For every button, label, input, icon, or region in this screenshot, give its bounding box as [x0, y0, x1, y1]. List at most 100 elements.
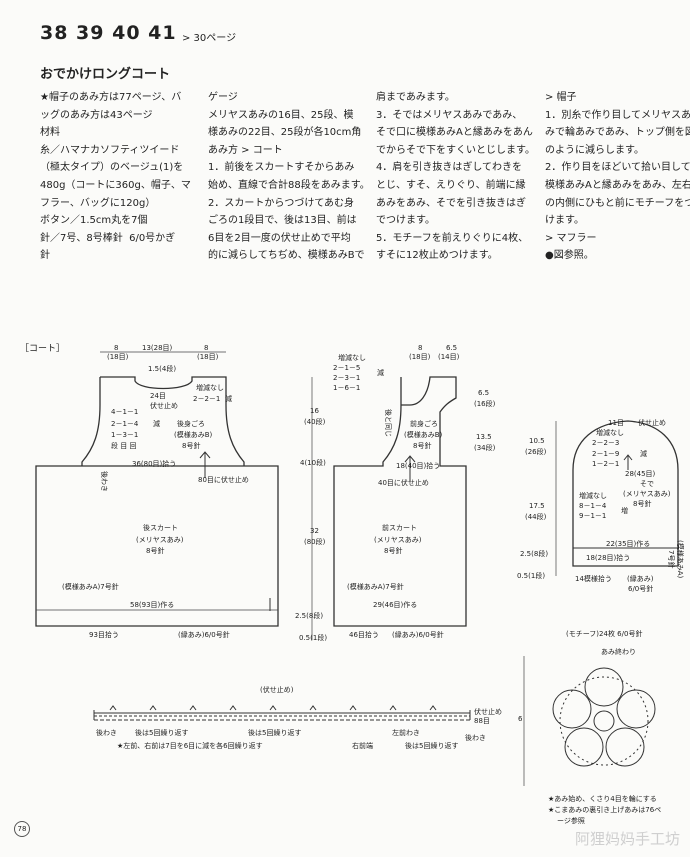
instructions-column: 肩まであみます。 3．そではメリヤスあみであみ、 そで口に模様あみAと縁あみをあ…: [376, 92, 535, 262]
front-skirt-needle: 8号針: [384, 546, 402, 555]
page-reference: > 30ページ: [182, 33, 237, 44]
chart-left-side: 後わき: [96, 728, 117, 737]
front-neck-width: 6.5: [446, 344, 457, 352]
front-neck-spec-2: 2－3－1: [333, 374, 360, 382]
chart-repeat-3: 後は5回繰り返す: [405, 741, 458, 750]
front-pickup: 18(40目)拾う: [396, 461, 440, 470]
motif-note-3: ージ参照: [557, 816, 585, 825]
back-neck-castoff: 伏せ止め: [150, 401, 178, 410]
back-neck-width: 13(28目): [142, 344, 173, 352]
front-dim-16-rows: (16段): [474, 399, 496, 408]
arm-dec-3: 1－3－1: [111, 431, 138, 439]
motif-size: 6: [518, 715, 523, 723]
arm-dec-label: 減: [153, 419, 160, 428]
back-skirt-label: 後スカート: [143, 523, 178, 532]
sleeve-cuff-pickup: 18(28目)拾う: [586, 553, 630, 562]
up-arrow-icon: [404, 455, 416, 481]
dim-0-5: 0.5(1段): [299, 633, 327, 642]
front-neck-spec-1: 2－1－5: [333, 364, 360, 372]
sleeve-pattern-a: (模様あみA): [676, 540, 685, 579]
front-edging: (縁あみ)6/0号針: [392, 630, 444, 639]
back-skirt-stitch: (メリヤスあみ): [136, 536, 184, 544]
back-hem-pickup: 93目拾う: [89, 630, 119, 639]
chart-repeat-2: 後は5回繰り返す: [248, 728, 301, 737]
arm-dec-legend: 段 目 回: [111, 441, 136, 450]
front-cast-on: 29(46目)作る: [373, 600, 417, 609]
back-width-right-rows: (18目): [197, 353, 219, 361]
chart-left-front: 左前わき: [392, 728, 420, 737]
dim-16: 16: [310, 407, 319, 415]
sleeve-edging: (縁あみ): [627, 574, 654, 583]
chart-castoff: 伏せ止め: [474, 707, 502, 716]
front-skirt-stitch: (メリヤスあみ): [374, 536, 422, 544]
sleeve-no-inc: 増減なし: [579, 491, 607, 500]
coat-section-label: ［コート］: [20, 343, 65, 354]
front-body-stitch: (模様あみB): [404, 430, 443, 439]
sleeve-inc-1: 8－1－4: [579, 502, 607, 510]
back-no-dec: 増減なし: [196, 383, 224, 392]
sleeve-no-dec: 増減なし: [596, 428, 624, 437]
hat-column: > 帽子 1．別糸で作り目してメリヤスあ みで輪あみであみ、トップ側を図 のよう…: [545, 92, 690, 262]
watermark: 阿狸妈妈手工坊: [574, 830, 680, 848]
page-title: おでかけロングコート: [40, 67, 171, 82]
sleeve-label: そで: [640, 480, 654, 488]
back-skirt-needle: 8号針: [146, 546, 164, 555]
sleeve-width: 22(35目)作る: [606, 539, 650, 548]
back-side-label: 後わき: [100, 471, 109, 492]
sleeve-dim-44-rows: (44段): [525, 512, 547, 521]
sleeve-needle: 8号針: [633, 499, 651, 508]
back-width-right: 8: [204, 344, 208, 352]
page-number: 78: [14, 821, 30, 837]
front-pattern-a: (模様あみA)7号針: [347, 582, 404, 591]
front-dim-34-rows: (34段): [474, 443, 496, 452]
sleeve-dim-10-5: 10.5: [529, 437, 545, 445]
dim-4: 4(10段): [300, 458, 326, 467]
front-width: 8: [418, 344, 422, 352]
dim-32: 32: [310, 527, 319, 535]
front-skirt-label: 前スカート: [382, 523, 417, 532]
front-castoff: 40目に伏せ止め: [378, 478, 429, 487]
sleeve-top-note: 伏せ止め: [638, 418, 666, 427]
motif-end: あみ終わり: [601, 647, 636, 656]
motif-note-2: ★こまあみの裏引き上げあみは76ペ: [548, 805, 661, 814]
chart-right-side: 後わき: [465, 733, 486, 742]
sleeve-inc-label: 増: [621, 506, 628, 515]
sleeve-dim-2-5: 2.5(8段): [520, 549, 548, 558]
back-piece: [35, 351, 279, 627]
sleeve-pattern-needle: 7号針: [667, 550, 676, 568]
sleeve-hook: 6/0号針: [628, 584, 653, 593]
arm-dec-1: 4－1－1: [111, 408, 138, 416]
chart-note: ★左前、右前は7目を6目に減を各6回繰り返す: [117, 741, 263, 750]
motif-note-1: ★あみ始め、くさり4目を輪にする: [548, 794, 657, 803]
back-width-left: 8: [114, 344, 118, 352]
back-body-needle: 8号針: [182, 441, 200, 450]
front-body-needle: 8号針: [413, 441, 431, 450]
back-body-label: 後身ごろ: [177, 419, 205, 428]
sleeve-piece: [555, 420, 679, 576]
up-arrow-icon: [199, 451, 211, 478]
back-body-stitch: (模様あみB): [174, 430, 213, 439]
back-castoff: 80目に伏せ止め: [198, 475, 249, 484]
front-neck-spec-3: 1－6－1: [333, 384, 360, 392]
front-hem-pickup: 46目拾う: [349, 630, 379, 639]
motif-title: (モチーフ)24枚 6/0号針: [566, 629, 642, 638]
edging-chart: [93, 705, 471, 721]
sleeve-dim-0-5: 0.5(1段): [517, 571, 545, 580]
back-neck-depth: 1.5(4段): [148, 364, 176, 373]
front-shoulder-note: 後と同じ: [384, 409, 393, 437]
chart-stitch-count: 88目: [474, 717, 490, 725]
back-width-left-rows: (18目): [107, 353, 129, 361]
gauge-column: ゲージ メリヤスあみの16目、25段、模 様あみの22目、25段が各10cm角 …: [208, 92, 370, 262]
sleeve-cuff-pattern: 14模様拾う: [575, 574, 612, 583]
pattern-numbers: 38 39 40 41: [40, 22, 177, 44]
front-width-rows: (18目): [409, 353, 431, 361]
front-dim-13-5: 13.5: [476, 433, 492, 441]
dim-40-rows: (40段): [304, 417, 326, 426]
chart-repeat-1: 後は5回繰り返す: [135, 728, 188, 737]
sleeve-dec-1: 2－2－3: [592, 439, 619, 447]
front-dim-6-5: 6.5: [478, 389, 489, 397]
sleeve-dim-17-5: 17.5: [529, 502, 545, 510]
sleeve-stitch: (メリヤスあみ): [623, 490, 671, 498]
sleeve-top: 11目: [608, 419, 624, 427]
